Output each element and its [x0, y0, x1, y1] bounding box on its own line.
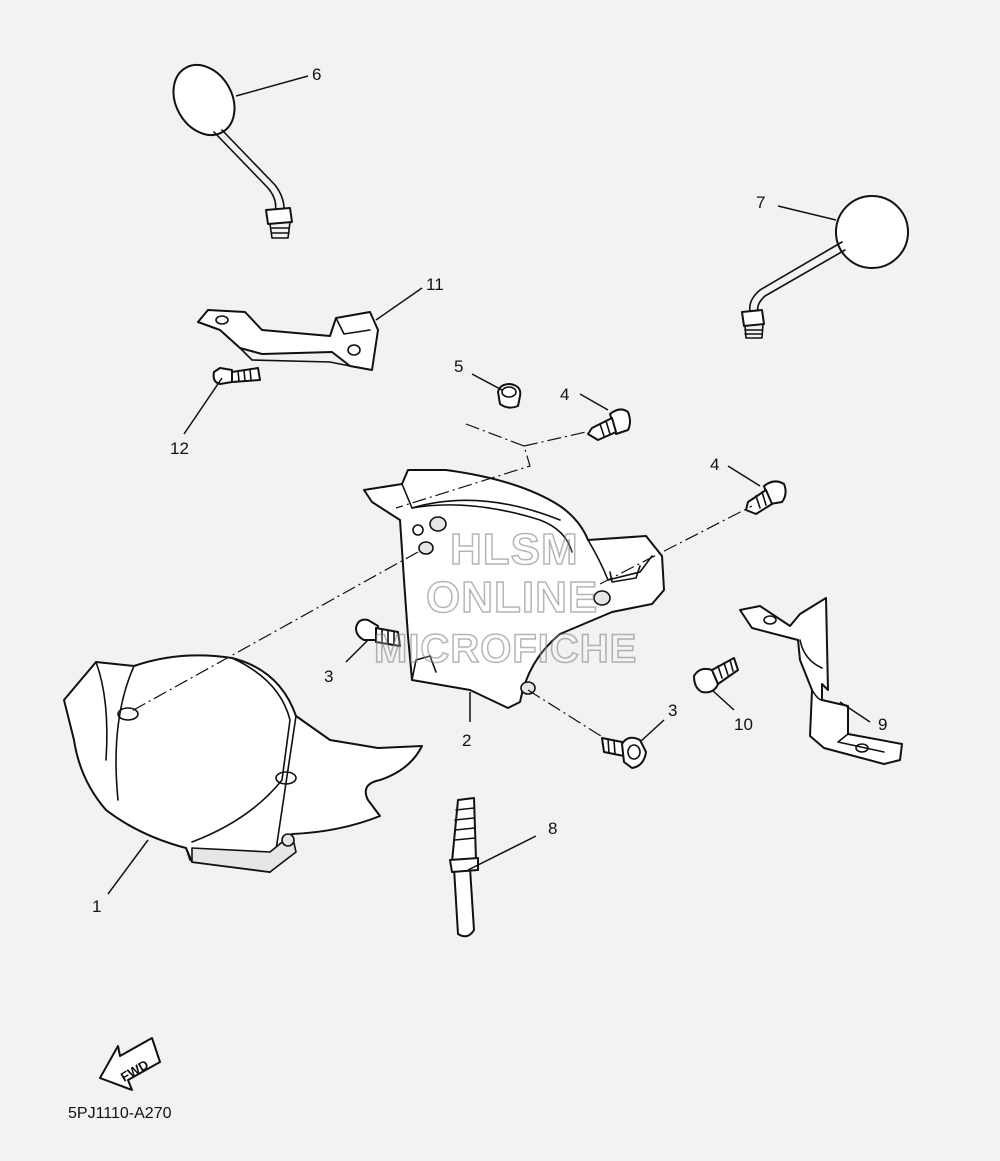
watermark-line-3: MICROFICHE — [374, 627, 637, 671]
callout-6: 6 — [312, 65, 321, 84]
callout-12: 12 — [170, 439, 189, 458]
callout-1: 1 — [92, 897, 101, 916]
part-10-screw — [693, 657, 739, 694]
part-3-bolt-upper — [355, 618, 401, 647]
part-2-inner-panel — [363, 469, 665, 709]
leader-lines — [107, 75, 871, 895]
part-4-screw-right — [745, 480, 787, 515]
watermark-line-1: HLSM — [450, 525, 579, 574]
callout-3-lower: 3 — [668, 701, 677, 720]
watermark: HLSM ONLINE MICROFICHE — [373, 524, 637, 672]
diagram-code: 5PJ1110-A270 — [68, 1105, 172, 1122]
assembly-lines — [129, 423, 753, 739]
callout-4-upper: 4 — [560, 385, 569, 404]
part-12-bolt — [212, 367, 261, 385]
callout-5: 5 — [454, 357, 463, 376]
callout-2: 2 — [462, 731, 471, 750]
part-5-grommet — [497, 383, 522, 409]
callout-7: 7 — [756, 193, 765, 212]
part-4-screw-upper — [587, 408, 631, 441]
callout-10: 10 — [734, 715, 753, 734]
watermark-line-2: ONLINE — [426, 573, 598, 622]
fwd-arrow: FWD — [99, 1037, 161, 1091]
callout-3-upper: 3 — [324, 667, 333, 686]
part-11-bracket — [197, 309, 379, 371]
callout-9: 9 — [878, 715, 887, 734]
part-7-right-mirror — [741, 195, 909, 339]
callout-labels: 6 7 11 12 5 4 4 3 2 3 10 9 8 1 — [92, 65, 887, 916]
callout-4-right: 4 — [710, 455, 719, 474]
part-9-bracket — [739, 597, 903, 765]
callout-8: 8 — [548, 819, 557, 838]
callout-11: 11 — [426, 275, 444, 294]
part-1-front-cover — [63, 654, 423, 873]
part-3-bolt-lower — [601, 736, 647, 769]
part-6-left-mirror — [172, 64, 293, 239]
